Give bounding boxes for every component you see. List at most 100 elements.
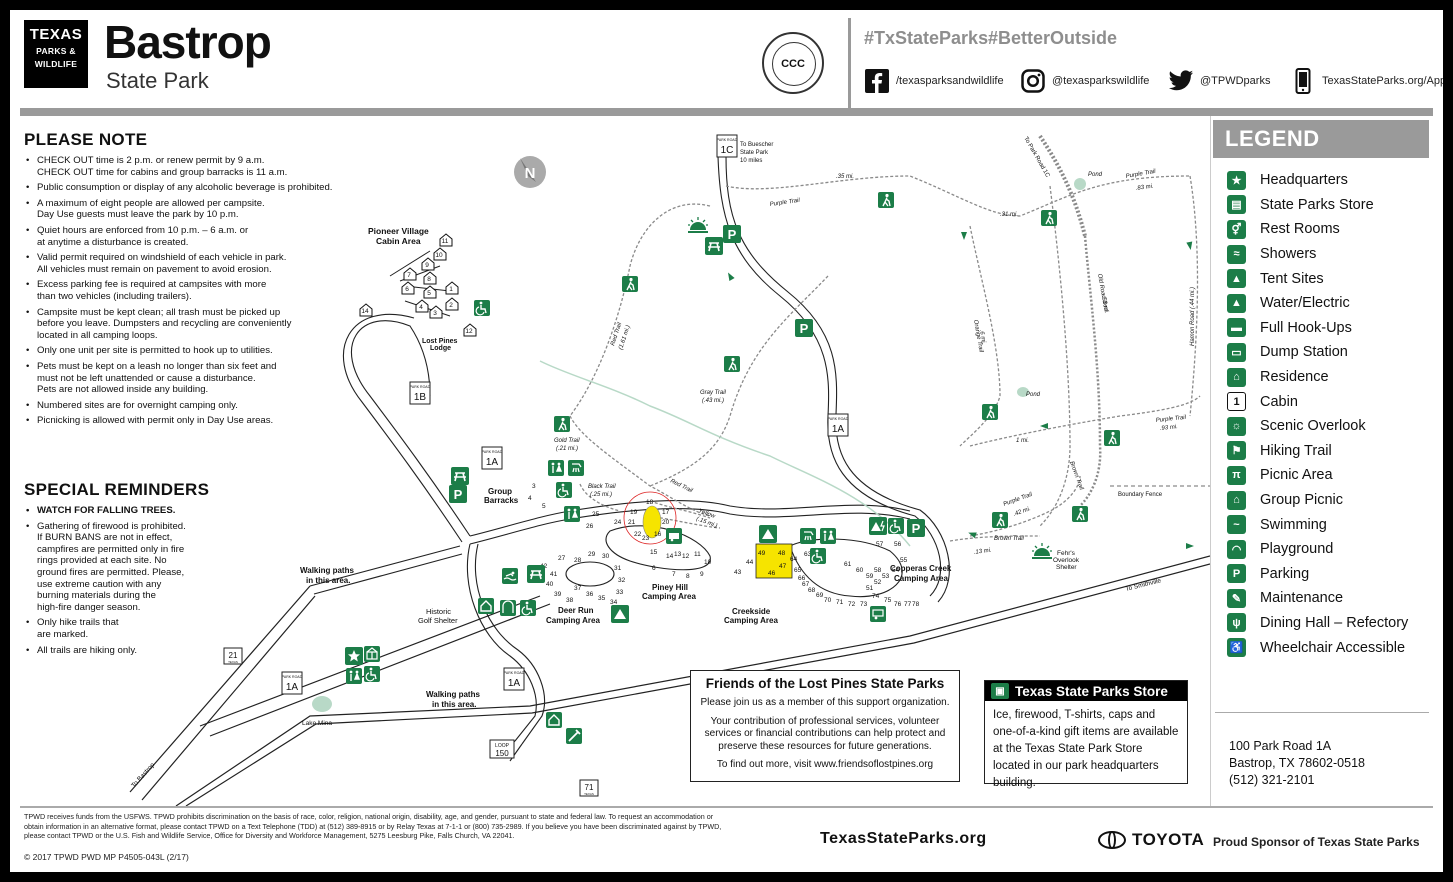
hiking-icon[interactable]	[723, 355, 741, 373]
maintenance-icon[interactable]	[565, 727, 583, 745]
footer-url[interactable]: TexasStateParks.org	[820, 830, 987, 847]
trail-arrow	[1040, 423, 1048, 429]
legend-label: Parking	[1260, 565, 1310, 582]
shield-number: 1C	[721, 145, 734, 156]
playground-icon[interactable]	[499, 599, 517, 617]
facility-icons[interactable]	[345, 191, 1121, 745]
swimming-icon[interactable]	[501, 567, 519, 585]
picnic-icon[interactable]	[526, 564, 546, 584]
wheelchair-icon[interactable]	[809, 547, 827, 565]
site-number: 2	[449, 302, 453, 309]
tent-icon[interactable]	[611, 605, 629, 623]
water-electric-icon[interactable]	[868, 516, 888, 536]
social-twitter[interactable]: @TPWDparks	[1168, 66, 1270, 96]
site-number: 56	[894, 541, 902, 548]
shield-number: 21	[229, 651, 238, 660]
hiking-icon[interactable]	[553, 415, 571, 433]
wheelchair-icon[interactable]	[555, 481, 573, 499]
parking-icon[interactable]	[723, 225, 741, 243]
trail-label: (.43 mi.)	[702, 398, 724, 404]
legend-label: Residence	[1260, 369, 1329, 386]
wheelchair-icon[interactable]	[887, 517, 905, 535]
hookup-icon[interactable]	[666, 528, 682, 544]
social-app[interactable]: TexasStateParks.org/App	[1290, 66, 1443, 96]
site-number: 13	[674, 551, 682, 558]
hiking-icon[interactable]	[991, 511, 1009, 529]
toyota-sponsor: TOYOTA	[1098, 830, 1204, 850]
legend-item: ⚑Hiking Trail	[1227, 439, 1433, 464]
hiking-icon[interactable]	[1040, 209, 1058, 227]
hiking-icon[interactable]	[621, 275, 639, 293]
restroom-icon[interactable]	[547, 459, 565, 477]
star-icon: ★	[1227, 170, 1246, 190]
note-item: Campsite must be kept clean; all trash m…	[24, 307, 364, 342]
restroom-icon[interactable]	[819, 527, 837, 545]
store-box: ▣ Texas State Parks Store Ice, firewood,…	[984, 680, 1188, 789]
residence-icon[interactable]	[545, 711, 563, 729]
legend-label: Dining Hall – Refectory	[1260, 614, 1409, 631]
legend-item: ◠Playground	[1227, 537, 1433, 562]
social-facebook[interactable]: /texasparksandwildlife	[864, 66, 1004, 96]
store-icon[interactable]	[363, 645, 381, 663]
site-number: 18	[646, 499, 654, 506]
picnic-icon[interactable]	[450, 466, 470, 486]
hashtag-txstateparks[interactable]: #TxStateParks	[864, 28, 989, 48]
address-line: 100 Park Road 1A	[1229, 739, 1332, 753]
legend-header: LEGEND	[1213, 120, 1429, 158]
shield-number: 1B	[414, 392, 427, 403]
site-number: 8	[686, 573, 690, 580]
legend-label: Full Hook-Ups	[1260, 319, 1352, 336]
picnic-icon[interactable]	[704, 236, 724, 256]
star-icon[interactable]	[345, 647, 363, 665]
parking-icon[interactable]	[795, 319, 813, 337]
note-item: Public consumption or display of any alc…	[24, 182, 364, 194]
restroom-icon[interactable]	[563, 505, 581, 523]
note-item: CHECK OUT time is 2 p.m. or renew permit…	[24, 155, 364, 178]
legend-item: ⚥Rest Rooms	[1227, 217, 1433, 242]
wheelchair-icon[interactable]	[519, 599, 537, 617]
site-numbers: 11 10 9 8 7 6 5 1 4 3 2 12 14 3 4 5 25 2…	[361, 238, 919, 608]
site-number: 35	[598, 595, 606, 602]
parking-icon[interactable]	[449, 485, 467, 503]
hashtag-betteroutside[interactable]: #BetterOutside	[988, 28, 1118, 48]
restroom-icon[interactable]	[345, 667, 363, 685]
residence-icon[interactable]	[477, 597, 495, 615]
hiking-icon[interactable]	[981, 403, 999, 421]
site-number: 25	[592, 511, 600, 518]
legend-item: ✎Maintenance	[1227, 586, 1433, 611]
scenic-overlook-icon[interactable]	[1031, 542, 1053, 560]
label-pond: Pond	[1088, 172, 1103, 178]
parking-icon[interactable]	[907, 519, 925, 537]
hiking-icon[interactable]	[1071, 505, 1089, 523]
dump-station-icon[interactable]	[869, 605, 887, 623]
compass: N	[514, 156, 546, 188]
trail-distance: 1 mi.	[1016, 438, 1029, 444]
label-to-bastrop: To Bastrop	[130, 761, 156, 789]
site-number: 7	[407, 272, 411, 279]
social-instagram[interactable]: @texasparkswildlife	[1020, 66, 1149, 96]
wheelchair-icon[interactable]	[363, 665, 381, 683]
shower-icon[interactable]	[799, 527, 817, 545]
hiking-icon[interactable]	[877, 191, 895, 209]
store-header: ▣ Texas State Parks Store	[985, 681, 1187, 701]
site-number: 7	[672, 571, 676, 578]
shower-icon[interactable]	[567, 459, 585, 477]
highway-71-edge	[175, 555, 1210, 806]
site-number: 76	[894, 601, 902, 608]
site-number: 37	[574, 585, 582, 592]
park-address: 100 Park Road 1A Bastrop, TX 78602-0518 …	[1229, 738, 1365, 789]
label-creekside: Camping Area	[724, 616, 778, 625]
trail-distance: .93 mi.	[1160, 424, 1179, 432]
site-number: 9	[425, 262, 429, 269]
hiking-icon[interactable]	[1103, 429, 1121, 447]
tent-icon[interactable]	[759, 525, 777, 543]
full-hookup-area	[755, 543, 793, 579]
scenic-overlook-icon[interactable]	[687, 216, 709, 234]
site-number: 33	[616, 589, 624, 596]
site-number: 67	[802, 581, 810, 588]
wheelchair-icon[interactable]	[473, 299, 491, 317]
park-map[interactable]: P	[10, 116, 1210, 806]
friends-link[interactable]: To find out more, visit www.friendsoflos…	[716, 759, 934, 770]
site-number: 38	[566, 597, 574, 604]
